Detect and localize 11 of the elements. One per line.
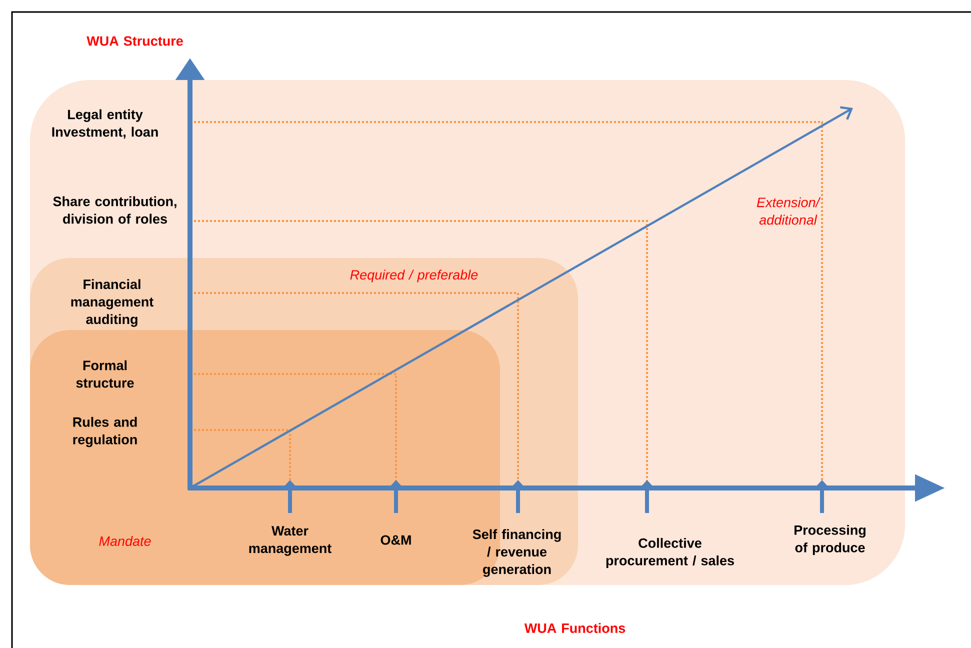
axis-label: Processing of produce [794, 524, 866, 556]
axis-label: Rules and regulation [73, 416, 137, 448]
axis-label: O&M [380, 535, 411, 545]
axis-label: Share contribution, division of roles [53, 196, 176, 224]
axis-label: Self financing / revenue generation [472, 529, 561, 577]
axis-label: Legal entity Investment, loan [52, 109, 158, 139]
axis-label: Formal structure [76, 360, 134, 388]
axis-label: Collective procurement / sales [606, 538, 734, 568]
axis-title: WUA Structure [86, 36, 183, 46]
axis-label: Water management [249, 526, 332, 556]
axis-title: WUA Functions [524, 623, 626, 633]
